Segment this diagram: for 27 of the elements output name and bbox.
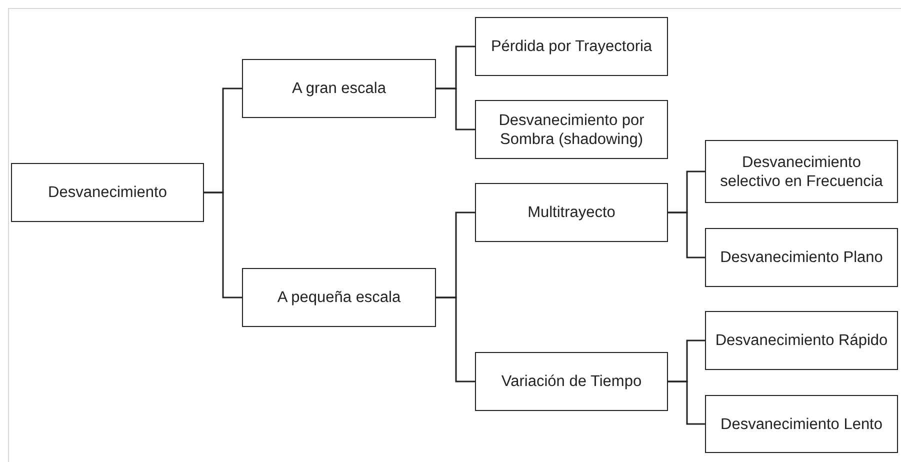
box-label: Desvanecimiento Plano	[720, 248, 883, 267]
category-box	[705, 395, 898, 453]
box-label: A gran escala	[292, 79, 386, 98]
category-box	[705, 140, 898, 203]
category-box	[705, 228, 898, 287]
category-box	[11, 163, 204, 222]
box-label: A pequeña escala	[277, 288, 401, 307]
connector-line	[204, 192, 242, 298]
category-box	[475, 100, 668, 159]
category-box	[475, 17, 668, 76]
box-label: Multitrayecto	[528, 203, 616, 222]
category-box	[242, 268, 436, 327]
connector-line	[668, 380, 705, 425]
connector-line	[436, 88, 475, 130]
category-box	[475, 183, 668, 242]
box-label: Desvanecimiento selectivo en Frecuencia	[719, 152, 884, 190]
box-label: Variación de Tiempo	[501, 372, 642, 391]
box-label: Desvanecimiento	[48, 183, 167, 202]
category-box	[475, 352, 668, 411]
category-box	[705, 311, 898, 370]
box-label: Desvanecimiento Rápido	[715, 331, 888, 350]
connector-line	[668, 212, 705, 258]
box-label: Desvanecimiento Lento	[720, 414, 882, 434]
box-label: Desvanecimiento por Sombra (shadowing)	[498, 110, 646, 148]
category-box	[242, 59, 436, 118]
connector-line	[436, 296, 475, 382]
box-label: Pérdida por Trayectoria	[490, 37, 652, 56]
